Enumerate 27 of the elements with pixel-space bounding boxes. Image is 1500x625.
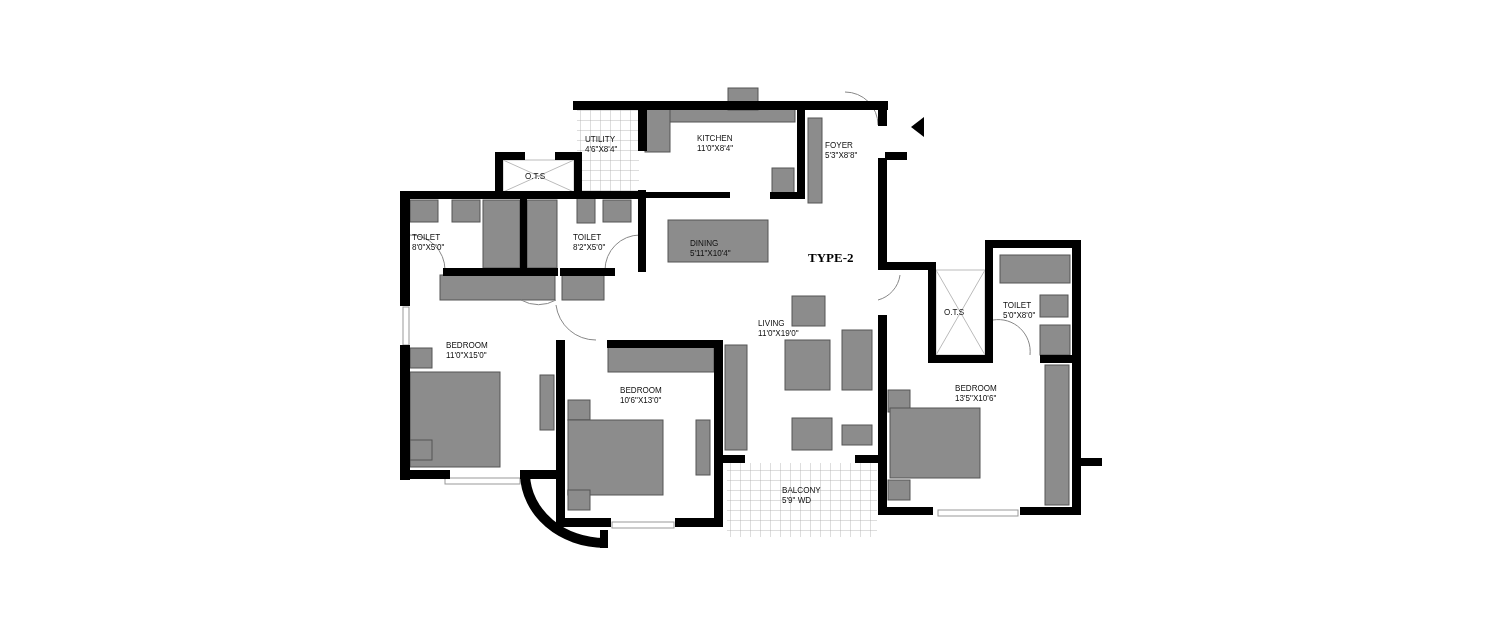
- room-dimension: 5'9" WD: [782, 495, 812, 505]
- room-name: TOILET: [412, 232, 441, 242]
- room-name: BALCONY: [782, 485, 821, 495]
- room-name: TOILET: [1003, 300, 1032, 310]
- room-name: FOYER: [825, 140, 853, 150]
- room-dimension: 4'6"X8'4": [585, 144, 618, 154]
- room-dimension: 13'5"X10'6": [955, 393, 997, 403]
- room-name: O.T.S: [944, 307, 965, 317]
- room-dimension: 5'11"X10'4": [690, 248, 731, 258]
- room-dimension: 10'6"X13'0": [620, 395, 662, 405]
- room-dimension: 11'0"X19'0": [758, 328, 799, 338]
- room-name: TOILET: [573, 232, 602, 242]
- room-dimension: 11'0"X15'0": [446, 350, 487, 360]
- room-name: DINING: [690, 238, 719, 248]
- room-name: KITCHEN: [697, 133, 733, 143]
- plan-title: TYPE-2: [808, 250, 854, 266]
- room-dimension: 11'0"X8'4": [697, 143, 734, 153]
- room-name: LIVING: [758, 318, 785, 328]
- room-name: BEDROOM: [955, 383, 997, 393]
- room-dimension: 8'2"X5'0": [573, 242, 606, 252]
- room-name: BEDROOM: [620, 385, 662, 395]
- room-name: BEDROOM: [446, 340, 488, 350]
- room-name: O.T.S: [525, 171, 546, 181]
- room-name: UTILITY: [585, 134, 616, 144]
- room-dimension: 5'0"X8'0": [1003, 310, 1036, 320]
- room-dimension: 5'3"X8'8": [825, 150, 858, 160]
- room-dimension: 8'0"X5'0": [412, 242, 445, 252]
